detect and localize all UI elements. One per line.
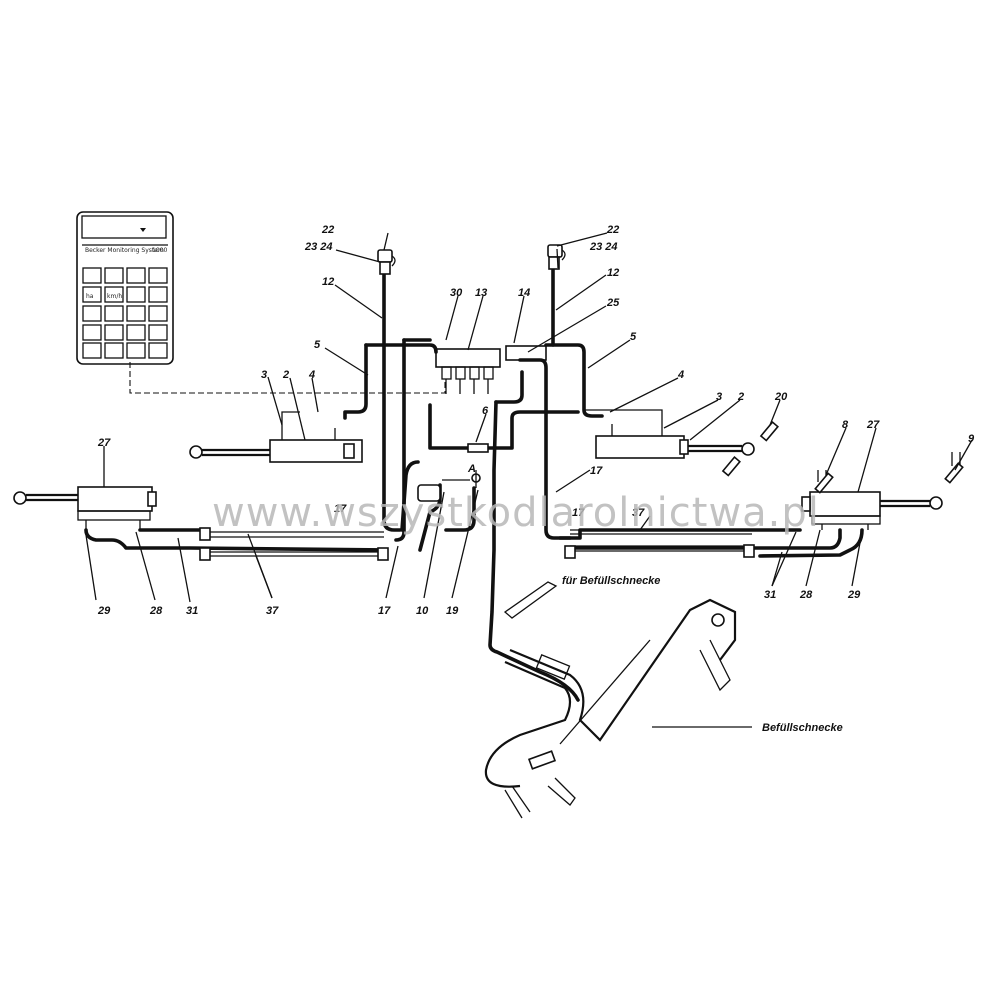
control-box: Becker Monitoring System 1000 ha km/h [76, 211, 174, 365]
callout-2-left: 2 [282, 369, 289, 381]
control-box-keypad: ha km/h [82, 267, 168, 359]
callout-6: 6 [482, 405, 489, 417]
callout-25: 25 [606, 297, 620, 309]
signal-cable [129, 362, 446, 394]
callout-22-right: 22 [606, 224, 619, 236]
control-box-model: 1000 [152, 247, 167, 254]
callout-A: A [467, 463, 476, 475]
note-fill-auger-line: für Befüllschnecke [562, 575, 660, 587]
callout-4-left: 4 [308, 369, 315, 381]
callout-23-24-left: 23 24 [304, 241, 333, 253]
callout-28-left: 28 [149, 605, 163, 617]
callout-5-right: 5 [630, 331, 637, 343]
cylinder-left-upper [189, 411, 363, 463]
callout-10: 10 [416, 605, 429, 617]
cylinder-right-upper [585, 409, 779, 477]
callout-17-bottom: 17 [378, 605, 391, 617]
callout-17-right-small: 17 [572, 507, 585, 519]
callout-27-right: 27 [866, 419, 880, 431]
callout-4-right: 4 [677, 369, 684, 381]
note-fill-auger: Befüllschnecke [762, 722, 843, 734]
valve-block [435, 345, 547, 394]
callout-31-left: 31 [186, 605, 198, 617]
callout-8: 8 [842, 419, 849, 431]
pin-20 [721, 421, 779, 477]
callout-20: 20 [774, 391, 788, 403]
callout-23-24-right: 23 24 [589, 241, 618, 253]
callout-12-left: 12 [322, 276, 334, 288]
callout-17-left-small: 17 [334, 503, 347, 515]
callout-12-right: 12 [607, 267, 619, 279]
pin-9 [944, 452, 964, 484]
callout-27-left: 27 [97, 437, 111, 449]
callout-19: 19 [446, 605, 459, 617]
callout-22-left: 22 [321, 224, 334, 236]
callout-30: 30 [450, 287, 463, 299]
key-kmh-label: km/h [107, 293, 122, 300]
leader-lines [85, 232, 973, 603]
callout-3-right: 3 [716, 391, 722, 403]
fill-auger [484, 598, 737, 819]
key-ha-label: ha [86, 293, 94, 300]
callout-28-right: 28 [799, 589, 813, 601]
cylinder-right-lower [801, 452, 964, 530]
callout-37-right: 37 [632, 507, 645, 519]
callout-29-left: 29 [97, 605, 111, 617]
center-fittings [417, 443, 489, 502]
callout-17-center: 17 [590, 465, 603, 477]
arrow-down-icon [140, 228, 146, 232]
callout-37-left: 37 [266, 605, 279, 617]
callout-5-left: 5 [314, 339, 321, 351]
pin-8 [814, 470, 834, 494]
watermark: www.wszystkodlarolnictwa.pl [212, 490, 820, 536]
callout-31-right: 31 [764, 589, 776, 601]
auger-pointer [503, 581, 558, 619]
cylinder-left-lower [13, 486, 157, 530]
callout-2-right: 2 [737, 391, 744, 403]
hose-network [84, 268, 864, 702]
callout-labels: 22 23 24 12 5 3 2 4 30 13 14 22 23 24 12… [97, 224, 975, 617]
callout-9: 9 [968, 433, 975, 445]
callout-29-right: 29 [847, 589, 861, 601]
rail-lines [199, 527, 755, 561]
callout-14: 14 [518, 287, 530, 299]
sensor-right [547, 244, 566, 270]
sensor-left [377, 249, 396, 275]
callout-13: 13 [475, 287, 487, 299]
control-box-title: Becker Monitoring System [85, 247, 164, 254]
callout-3-left: 3 [261, 369, 267, 381]
